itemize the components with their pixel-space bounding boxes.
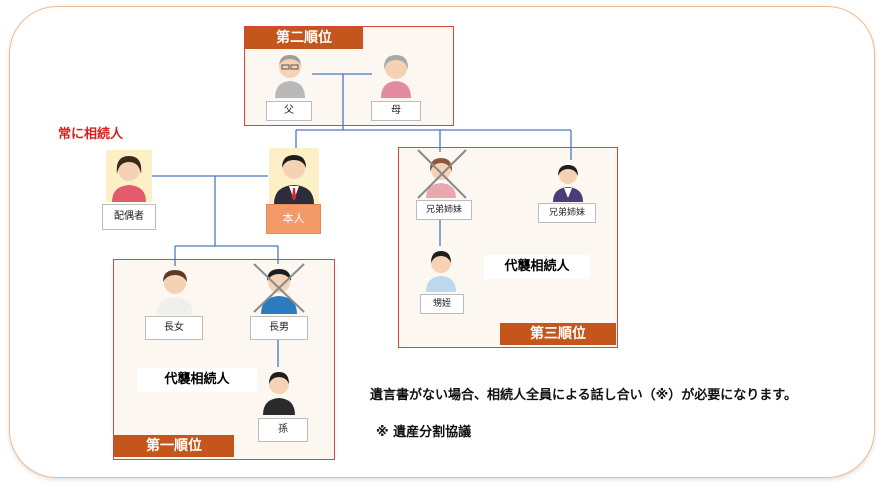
main-note: 遺言書がない場合、相続人全員による話し合い（※）が必要になります。: [370, 388, 797, 403]
mother-icon: [381, 55, 411, 98]
self-icon: [269, 148, 319, 204]
sibling-left-label: 兄弟姉妹: [416, 200, 472, 220]
eldest-daughter-icon: [157, 270, 193, 315]
grandchild-label: 孫: [258, 418, 308, 442]
eldest-daughter-label: 長女: [145, 316, 203, 340]
third-rank-tag: 第三順位: [500, 323, 616, 345]
substitute-heir-third: 代襲相続人: [484, 255, 590, 279]
eldest-son-icon: [261, 269, 297, 314]
eldest-son-label: 長男: [250, 316, 308, 340]
grandchild-icon: [263, 372, 295, 415]
first-rank-tag: 第一順位: [114, 435, 234, 457]
spouse-label: 配偶者: [102, 204, 156, 230]
mother-label: 母: [371, 101, 421, 121]
sibling-left-icon: [426, 158, 456, 198]
father-icon: [275, 55, 305, 98]
deceased-cross-icon: [253, 263, 305, 313]
deceased-cross-icon: [417, 149, 467, 199]
spouse-icon: [106, 150, 152, 202]
sibling-right-icon: [553, 165, 583, 202]
nephew-niece-icon: [426, 251, 456, 292]
sibling-right-label: 兄弟姉妹: [538, 203, 596, 223]
nephew-niece-label: 甥姪: [420, 294, 464, 314]
always-heir-heading: 常に相続人: [58, 127, 124, 142]
second-rank-tag: 第二順位: [245, 27, 363, 49]
footnote: ※ 遺産分割協議: [376, 425, 472, 440]
father-label: 父: [266, 101, 312, 121]
self-label: 本人: [266, 204, 321, 234]
substitute-heir-first: 代襲相続人: [137, 368, 257, 392]
